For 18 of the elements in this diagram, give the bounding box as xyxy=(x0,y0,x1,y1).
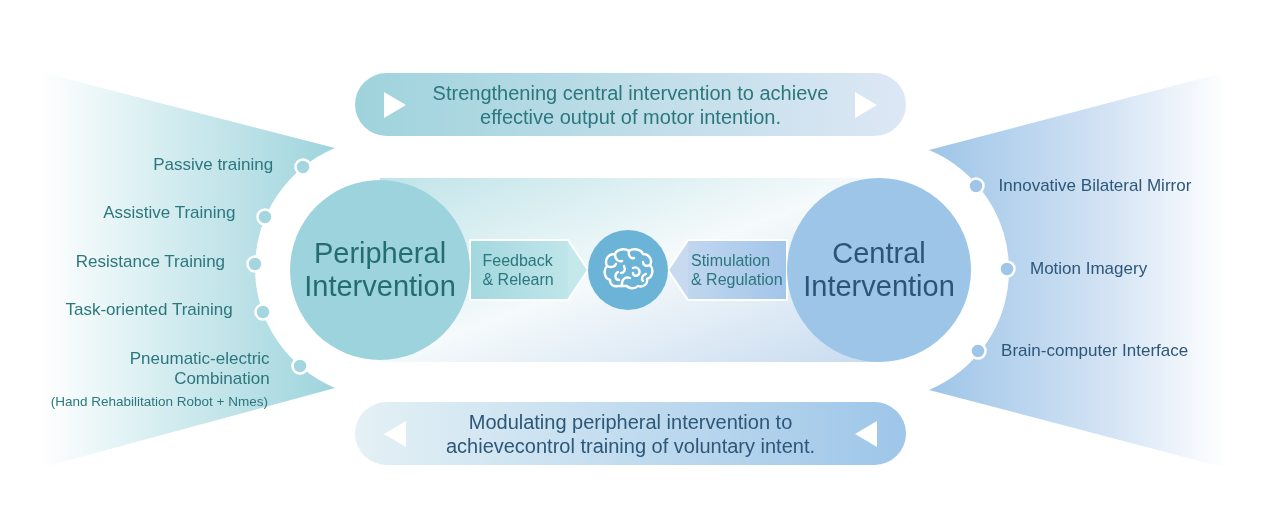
list-item-text: Passive training xyxy=(153,154,274,176)
list-item-note: (Hand Rehabilitation Robot + Nmes) xyxy=(50,393,268,411)
list-item-text: Resistance Training xyxy=(75,251,226,273)
list-item-text: Innovative Bilateral Mirror xyxy=(998,175,1192,197)
banner-text: Strengthening central intervention to achieve effective output of motor intention. xyxy=(432,80,829,129)
circle-title: Peripheral Intervention xyxy=(303,236,457,304)
chevron-arrow xyxy=(469,239,589,301)
list-item-text: Motion Imagery xyxy=(1030,258,1148,280)
circle-title: Central Intervention xyxy=(802,236,956,304)
list-item-text: Assistive Training xyxy=(103,202,236,224)
list-item-text: Pneumatic-electric Combination xyxy=(128,348,270,390)
brain-icon xyxy=(588,230,668,310)
banner-text: Modulating peripheral intervention to achievecontrol training of voluntary intent. xyxy=(445,409,816,458)
list-item-text: Task-oriented Training xyxy=(65,299,233,321)
chevron-arrow xyxy=(667,239,788,301)
edge-label: Stimulation & Regulation xyxy=(691,250,784,290)
list-item-text: Brain-computer Interface xyxy=(1001,340,1189,362)
edge-label: Feedback & Relearn xyxy=(482,250,555,290)
